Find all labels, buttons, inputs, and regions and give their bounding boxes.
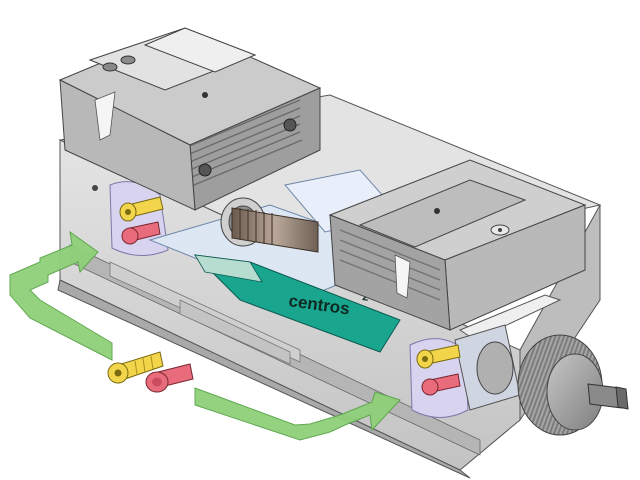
green-arrow-icon [9, 230, 113, 361]
jaw-top-hole-icon [102, 62, 118, 72]
yellow-cap-screw-icon [416, 344, 461, 369]
threaded-spindle [220, 197, 319, 253]
jaw-top-hole-icon [120, 55, 136, 65]
knurled-handwheel-icon [517, 334, 629, 436]
jaw-screw-icon [198, 163, 212, 177]
red-locating-pin-icon [121, 221, 161, 245]
green-arrow-icon [194, 387, 401, 441]
fixed-jaw [58, 27, 322, 211]
movable-jaw [328, 159, 587, 341]
red-locating-pin-icon [421, 373, 461, 396]
yellow-cap-screw-icon [119, 196, 164, 222]
loose-yellow-cap-screw-icon [107, 351, 164, 384]
jaw-screw-icon [283, 118, 297, 132]
loose-red-locating-pin-icon [145, 363, 194, 393]
brand-superscript: 2 [362, 291, 370, 304]
spindle-end-block [454, 324, 521, 411]
body-hole-icon [92, 185, 98, 191]
